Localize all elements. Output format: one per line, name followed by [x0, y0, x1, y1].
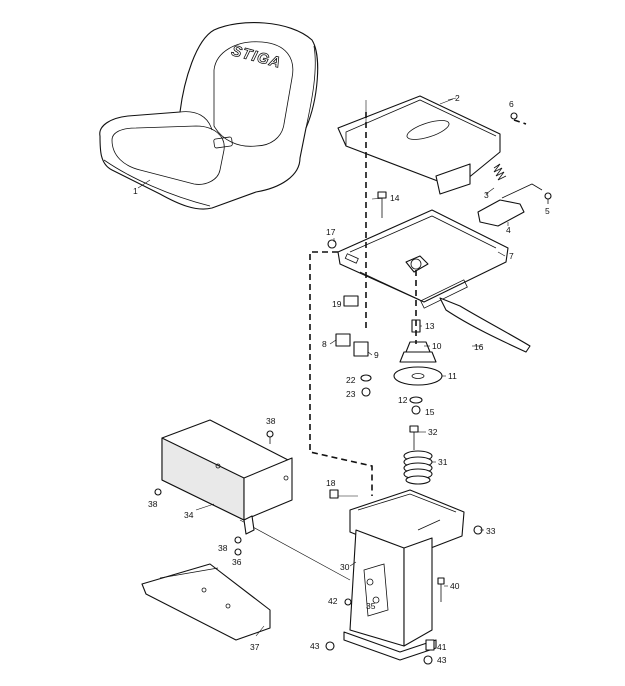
screw-23	[361, 387, 371, 397]
suspension-spring	[403, 450, 433, 485]
screw-38b	[154, 488, 162, 496]
screw-36	[234, 548, 242, 556]
callout-33: 33	[486, 526, 496, 536]
callout-42: 42	[328, 596, 338, 606]
callout-30: 30	[340, 562, 350, 572]
nut-43b	[423, 655, 433, 665]
switch-9	[353, 341, 369, 357]
callout-2: 2	[455, 93, 460, 103]
seat: STIGA	[99, 22, 319, 210]
callout-6: 6	[509, 99, 514, 109]
bracket-19	[343, 295, 359, 307]
cover-34	[161, 419, 293, 535]
screw-38c	[234, 536, 242, 544]
adjust-lever	[439, 297, 531, 353]
base-plate-37	[141, 563, 271, 641]
callout-15: 15	[425, 407, 435, 417]
callout-leaders	[195, 98, 506, 637]
callout-37: 37	[250, 642, 260, 652]
callout-18: 18	[326, 478, 336, 488]
callout-7: 7	[509, 251, 514, 261]
callout-3: 3	[484, 190, 489, 200]
callout-16: 16	[474, 342, 484, 352]
latch-spring	[485, 163, 507, 195]
callout-labels: 1 2 3 4 5 6 7 8 9 10 11 12 13 14 15 16 1…	[133, 93, 550, 665]
screw-6	[510, 112, 527, 125]
bolt-40	[437, 577, 445, 602]
seat-pillar-frame	[343, 489, 465, 661]
nut-15	[411, 405, 421, 415]
bolt-14	[377, 191, 387, 218]
callout-11: 11	[448, 371, 457, 381]
callout-9: 9	[374, 350, 379, 360]
callout-35: 35	[366, 601, 376, 611]
callout-38-top: 38	[266, 416, 276, 426]
washer-22	[360, 374, 372, 382]
callout-1: 1	[133, 186, 138, 196]
disc-11	[393, 366, 443, 386]
seat-rail-plate	[337, 209, 509, 309]
callout-23: 23	[346, 389, 356, 399]
callout-12: 12	[398, 395, 408, 405]
latch-handle	[477, 183, 543, 227]
callout-43-left: 43	[310, 641, 320, 651]
spacer-41	[425, 639, 435, 651]
nut-43a	[325, 641, 335, 651]
switch-8	[335, 333, 351, 347]
callout-19: 19	[332, 299, 342, 309]
callout-40: 40	[450, 581, 460, 591]
seat-top-plate	[337, 95, 501, 195]
callout-34: 34	[184, 510, 194, 520]
callout-31: 31	[438, 457, 448, 467]
callout-17: 17	[326, 227, 336, 237]
callout-10: 10	[432, 341, 442, 351]
callout-13: 13	[425, 321, 435, 331]
bellows-10	[399, 341, 437, 363]
screw-42	[344, 598, 352, 606]
screw-38a	[266, 430, 274, 444]
nut-17	[327, 239, 337, 249]
callout-43-right: 43	[437, 655, 447, 665]
callout-36: 36	[232, 557, 242, 567]
bolt-32	[409, 425, 419, 450]
callout-4: 4	[506, 225, 511, 235]
screw-5	[544, 192, 552, 204]
bolt-18	[329, 489, 339, 499]
washer-12	[409, 396, 423, 404]
assembly-lines	[239, 112, 417, 581]
callout-14: 14	[390, 193, 400, 203]
callout-38-bottom: 38	[218, 543, 228, 553]
callout-5: 5	[545, 206, 550, 216]
callout-22: 22	[346, 375, 356, 385]
callout-41: 41	[437, 642, 447, 652]
callout-8: 8	[322, 339, 327, 349]
callout-38-left: 38	[148, 499, 158, 509]
callout-32: 32	[428, 427, 438, 437]
